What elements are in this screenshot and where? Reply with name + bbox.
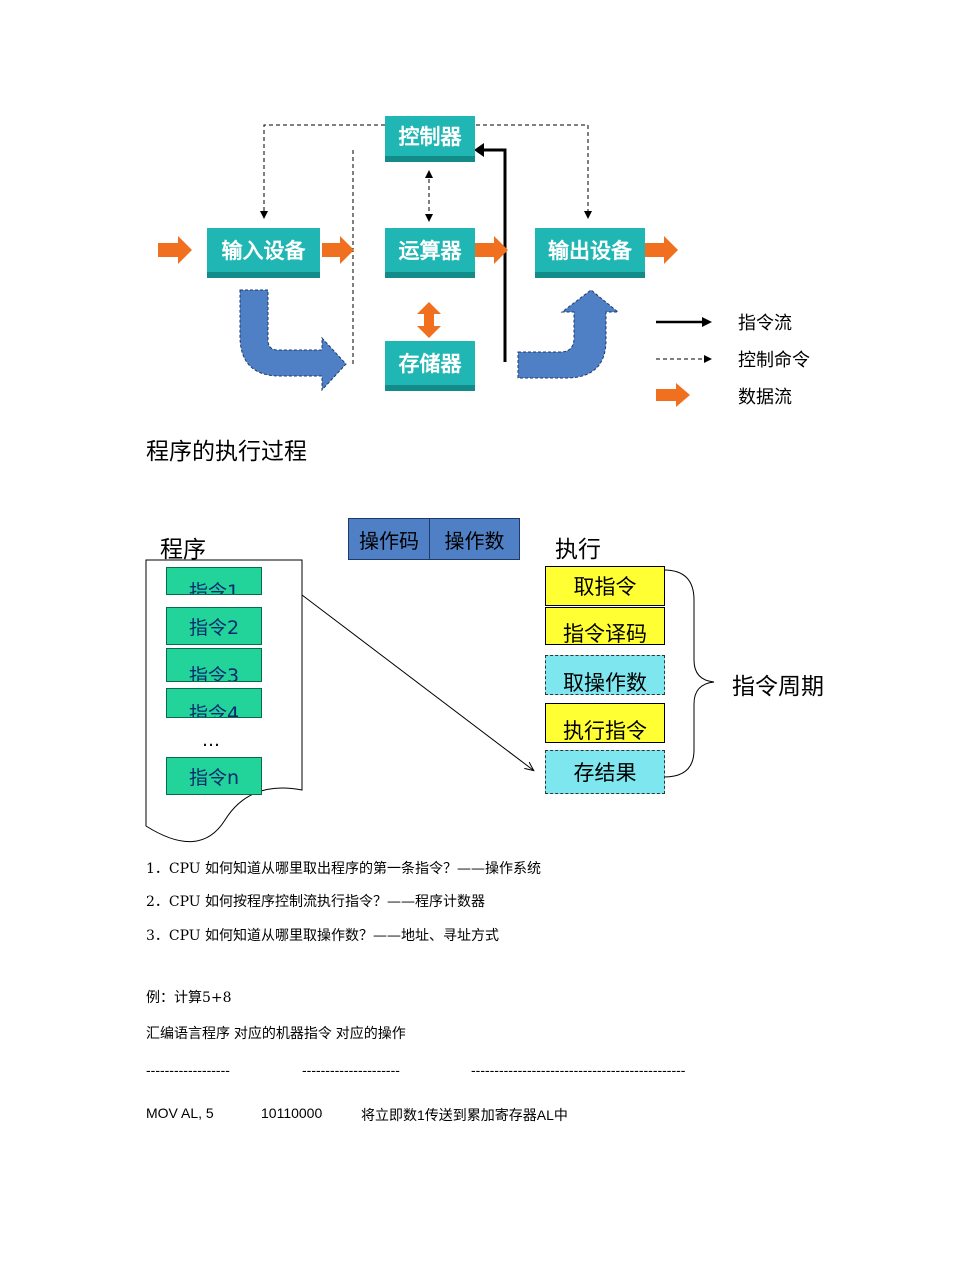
- legend-symbols: [656, 317, 712, 407]
- question-1: 1．CPU 如何知道从哪里取出程序的第一条指令？——操作系统: [146, 861, 542, 877]
- instruction-n: 指令n: [166, 757, 262, 795]
- step-store-result: 存结果: [545, 750, 665, 794]
- separator-2: ---------------------: [302, 1062, 400, 1078]
- instruction-1: 指令1: [166, 567, 262, 595]
- execution-process-diagram: [145, 559, 715, 843]
- example-asm: MOV AL, 5: [146, 1105, 214, 1121]
- legend-data-flow: 数据流: [738, 387, 792, 408]
- controller-box: 控制器: [385, 116, 475, 156]
- example-operation: 将立即数1传送到累加寄存器AL中: [361, 1107, 568, 1123]
- step-fetch-instruction: 取指令: [545, 566, 665, 606]
- data-arrows: [158, 236, 678, 264]
- question-3: 3．CPU 如何知道从哪里取操作数？——地址、寻址方式: [146, 928, 500, 944]
- legend-control-command: 控制命令: [738, 350, 810, 371]
- example-machine-code: 10110000: [261, 1105, 323, 1121]
- memory-to-output-curve-arrow: [517, 289, 620, 379]
- output-device-box: 输出设备: [535, 228, 645, 272]
- separator-3: ----------------------------------------…: [471, 1062, 686, 1078]
- fetch-arrow: [301, 594, 533, 770]
- step-decode: 指令译码: [545, 607, 665, 645]
- legend-instruction-flow: 指令流: [738, 313, 792, 334]
- section-title: 程序的执行过程: [146, 439, 307, 465]
- example-table-header: 汇编语言程序 对应的机器指令 对应的操作: [146, 1025, 406, 1041]
- opcode-field: 操作码: [348, 518, 430, 560]
- step-execute: 执行指令: [545, 703, 665, 743]
- input-to-memory-curve-arrow: [239, 289, 347, 392]
- instruction-flow-line: [474, 143, 507, 362]
- operand-field: 操作数: [429, 518, 520, 560]
- alu-memory-arrow: [417, 302, 441, 338]
- instruction-4: 指令4: [166, 688, 262, 718]
- alu-box: 运算器: [385, 228, 475, 272]
- instruction-cycle-brace: [663, 569, 715, 778]
- instruction-ellipsis: …: [202, 730, 220, 751]
- program-label: 程序: [160, 537, 206, 563]
- separator-1: ------------------: [146, 1062, 230, 1078]
- control-lines: [260, 124, 592, 365]
- example-title: 例：计算5+8: [146, 990, 232, 1006]
- execute-label: 执行: [555, 537, 601, 563]
- question-2: 2．CPU 如何按程序控制流执行指令？——程序计数器: [146, 894, 486, 910]
- instruction-3: 指令3: [166, 648, 262, 682]
- memory-box: 存储器: [385, 341, 475, 385]
- cpu-structure-diagram: [158, 124, 712, 407]
- instruction-2: 指令2: [166, 607, 262, 645]
- step-fetch-operand: 取操作数: [545, 655, 665, 695]
- instruction-cycle-label: 指令周期: [732, 674, 824, 700]
- input-device-box: 输入设备: [207, 228, 320, 272]
